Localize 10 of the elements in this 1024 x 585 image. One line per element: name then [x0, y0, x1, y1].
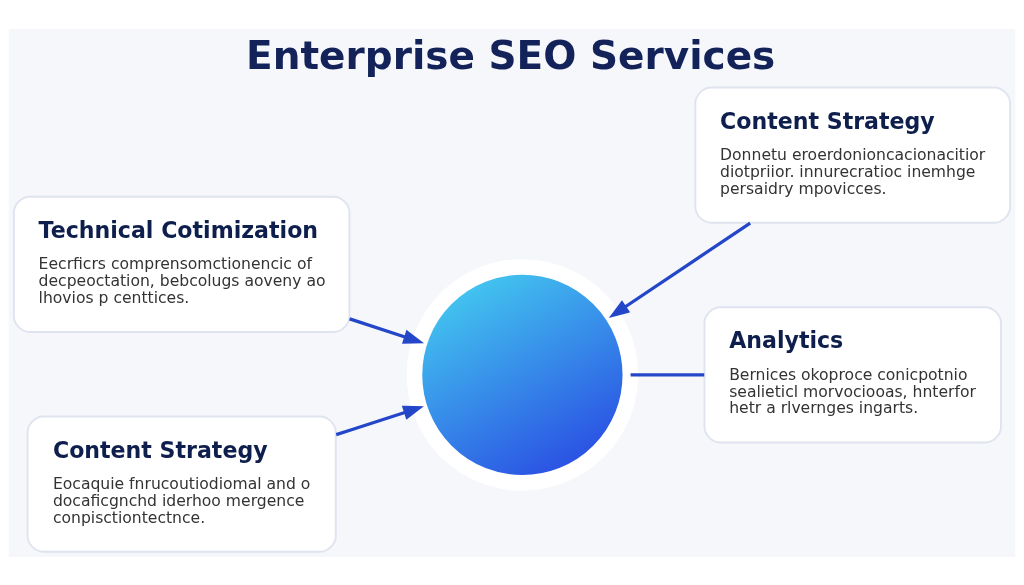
node-circle [406, 258, 639, 491]
node-box: Content Strategy Donnetu eroerdonioncacionacitior diotpriior. innurecratioc inemhge persaidry mpovicces. [694, 86, 1012, 224]
arrow [349, 316, 425, 344]
node-box: Content Strategy Eocaquie fnrucoutiodiomal and o docaficgnchd iderhoo mergence conpisctiontectnce. [26, 415, 337, 553]
arrow [608, 221, 752, 318]
diagram-title: Enterprise SEO Services [246, 32, 776, 78]
node-box: Technical Cotimization Eecrficrs comprensomctionencic of decpeoctation, bebcolugs aoveny ao lhovios p centtices. [12, 195, 351, 333]
arrow [335, 405, 424, 436]
node-box: Analytics Bernices okoproce conicpotnio sealieticl morvociooas, hnterfor hetr a rlvernges ingarts. [703, 305, 1002, 444]
connector [630, 372, 705, 377]
